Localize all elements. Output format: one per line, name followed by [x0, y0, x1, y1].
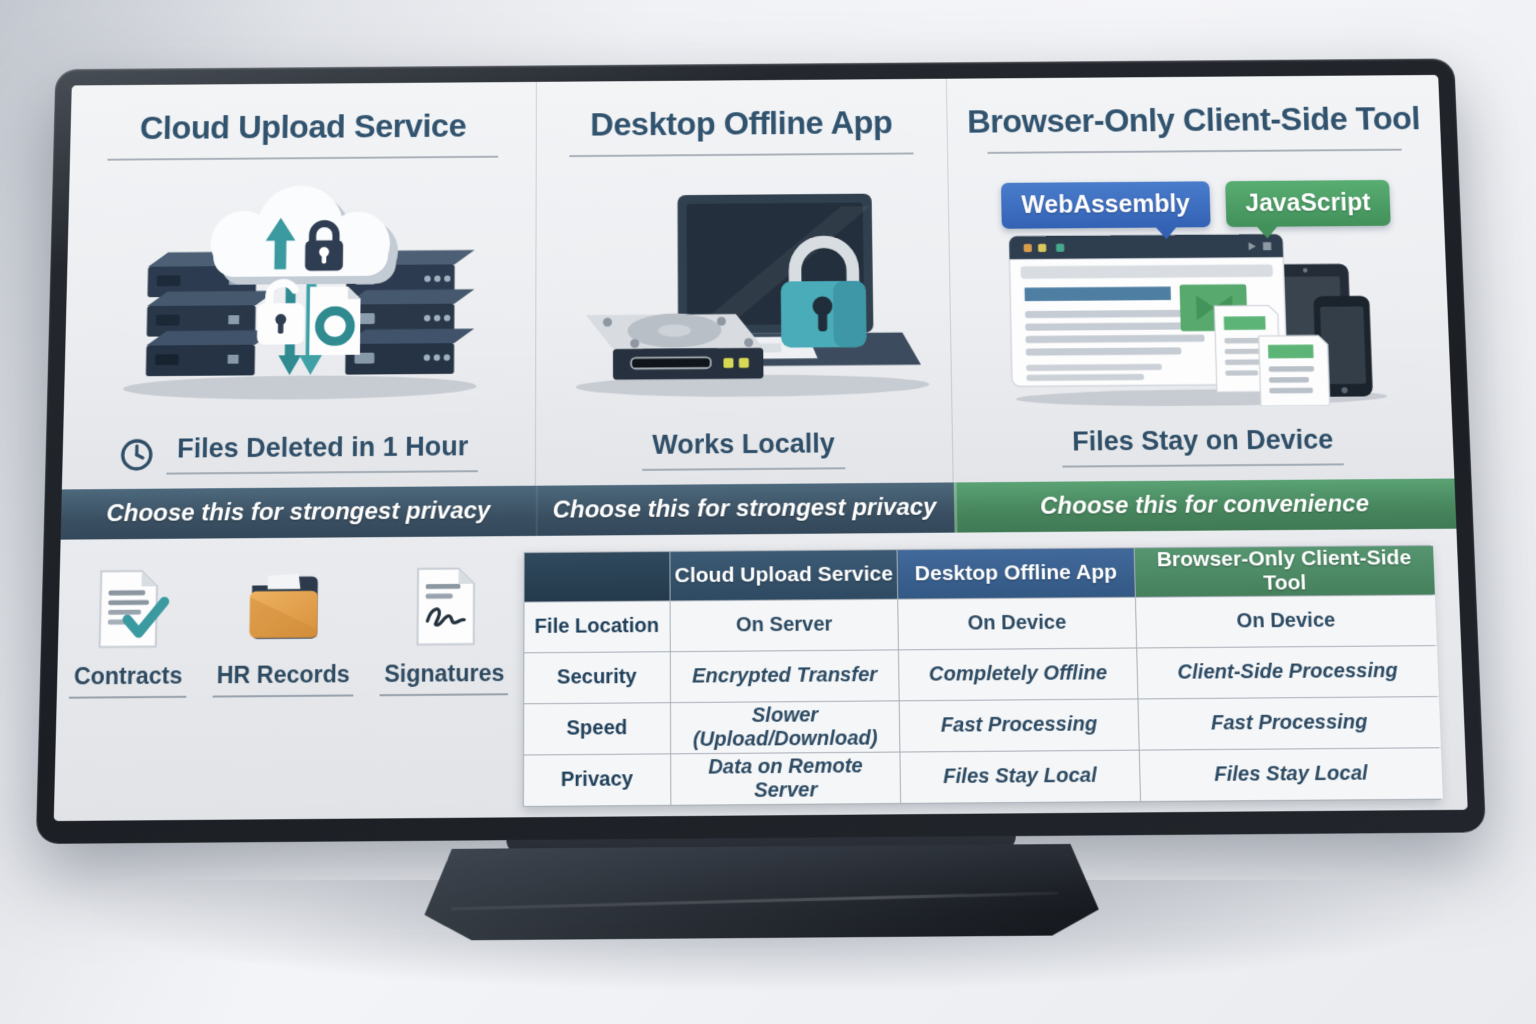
table-cell: Data on Remote Server — [671, 753, 900, 805]
feature-line: Works Locally — [642, 428, 845, 471]
cloud-servers-illustration — [63, 157, 535, 434]
panel-title: Desktop Offline App — [590, 104, 892, 143]
panel-desktop-offline-app: Desktop Offline App — [535, 79, 953, 486]
banner-strongest-privacy: Choose this for strongest privacy — [535, 482, 954, 535]
table-cell: On Server — [670, 600, 898, 652]
feature-text: Files Stay on Device — [1062, 424, 1344, 467]
table-cell: On Device — [1135, 595, 1436, 647]
signature-document-icon — [398, 560, 491, 654]
panel-title: Browser-Only Client-Side Tool — [967, 100, 1421, 140]
doc-label: HR Records — [212, 661, 354, 698]
monitor: Cloud Upload Service — [36, 58, 1486, 844]
bottom-section: Contracts — [54, 529, 1468, 821]
table-cell: Security — [524, 652, 670, 703]
monitor-bezel: Cloud Upload Service — [36, 58, 1486, 844]
table-cell: Completely Offline — [899, 649, 1137, 701]
monitor-stand-base — [424, 844, 1099, 941]
screen: Cloud Upload Service — [54, 75, 1468, 821]
local-file-icon — [1258, 335, 1329, 406]
offline-laptop-icon — [544, 178, 943, 407]
cloud-icon — [210, 185, 399, 285]
table-cell: Fast Processing — [1138, 697, 1441, 750]
table-cell: Files Stay Local — [1139, 748, 1443, 801]
javascript-badge: JavaScript — [1225, 179, 1391, 226]
webassembly-badge: WebAssembly — [1001, 181, 1210, 228]
feature-line: Files Deleted in 1 Hour — [119, 431, 479, 475]
banner-convenience: Choose this for convenience — [953, 479, 1456, 533]
folder-icon — [237, 562, 331, 656]
secure-file-icon — [309, 287, 360, 356]
comparison-table-area: Cloud Upload Service Desktop Offline App… — [521, 529, 1468, 818]
table-cell: Slower (Upload/Download) — [671, 701, 900, 753]
doc-label: Contracts — [69, 662, 186, 699]
browser-illustration: WebAssembly JavaScript — [948, 150, 1452, 427]
table-cell: File Location — [524, 601, 670, 652]
feature-line: Files Stay on Device — [1062, 424, 1344, 467]
doc-item-contracts: Contracts — [69, 563, 188, 699]
feature-text: Files Deleted in 1 Hour — [167, 431, 479, 474]
document-types: Contracts — [54, 536, 522, 821]
panel-title: Cloud Upload Service — [140, 108, 467, 147]
table-cell: Fast Processing — [900, 699, 1138, 751]
table-header-feature — [524, 552, 669, 602]
tech-badges: WebAssembly JavaScript — [1001, 179, 1391, 228]
panel-cloud-upload-service: Cloud Upload Service — [62, 82, 537, 490]
doc-item-hr-records: HR Records — [212, 562, 355, 698]
comparison-table: Cloud Upload Service Desktop Offline App… — [523, 545, 1441, 807]
table-header-browser: Browser-Only Client-Side Tool — [1134, 546, 1435, 597]
banner-strongest-privacy: Choose this for strongest privacy — [61, 486, 536, 540]
table-cell: On Device — [898, 598, 1135, 650]
panel-browser-only-tool: Browser-Only Client-Side Tool WebAssembl… — [946, 75, 1454, 483]
comparison-panels: Cloud Upload Service — [62, 75, 1455, 490]
table-cell: Files Stay Local — [901, 751, 1140, 803]
contract-document-icon — [82, 563, 177, 657]
table-header-cloud: Cloud Upload Service — [670, 550, 897, 600]
table-cell: Speed — [524, 703, 670, 754]
feature-text: Works Locally — [642, 428, 845, 471]
table-header-desktop: Desktop Offline App — [898, 548, 1135, 598]
table-cell: Encrypted Transfer — [671, 650, 899, 702]
table-cell: Client-Side Processing — [1137, 646, 1439, 698]
clock-icon — [119, 436, 156, 472]
doc-label: Signatures — [380, 660, 509, 697]
browser-window-icon — [974, 229, 1426, 408]
hard-drive-icon — [585, 313, 763, 380]
doc-item-signatures: Signatures — [380, 560, 509, 696]
laptop-lock-illustration — [536, 154, 952, 431]
cloud-upload-icon — [100, 180, 500, 411]
table-cell: Privacy — [524, 754, 671, 806]
